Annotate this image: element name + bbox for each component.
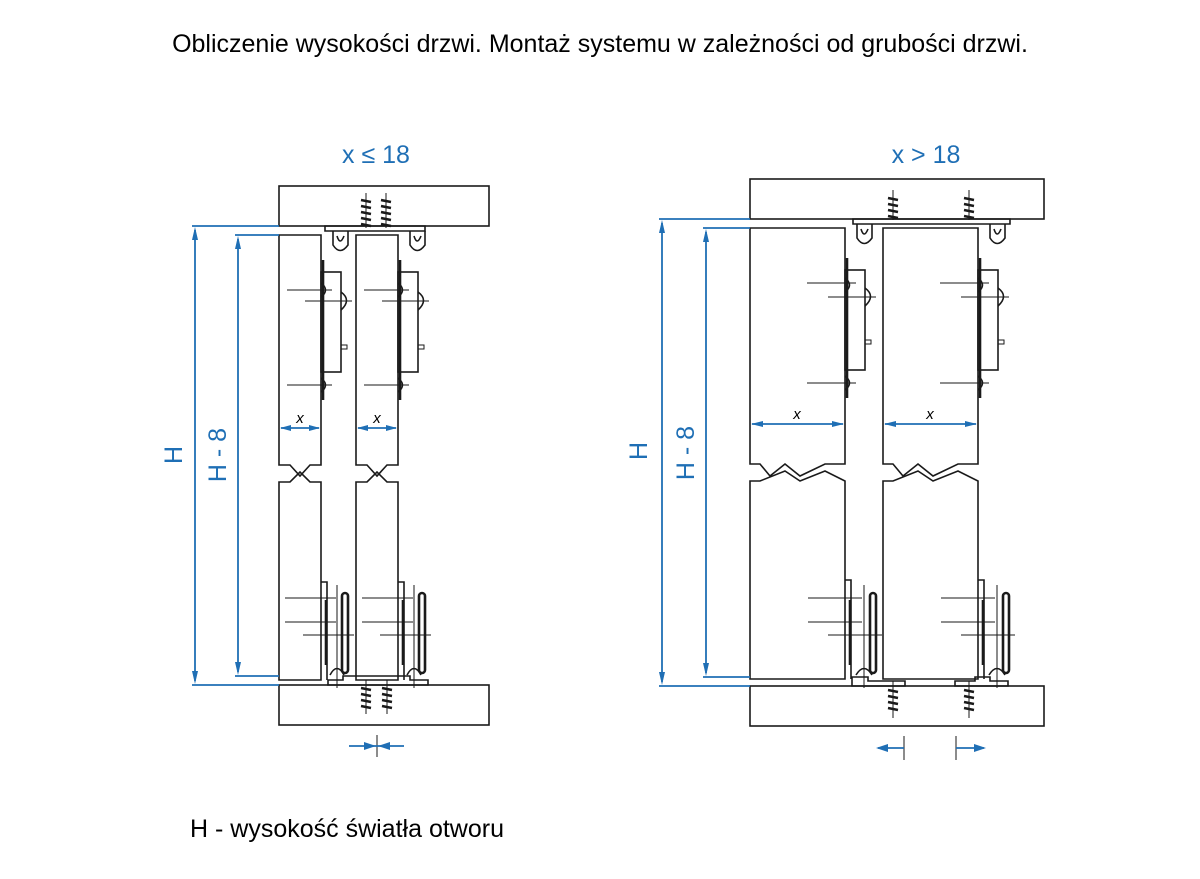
top-fitting-1 [807,258,876,398]
bottom-roller-1 [808,579,882,688]
door-height-dimension: H - 8 [672,227,750,678]
diagram-thin-door: x ≤ 18 [160,141,490,757]
door-panel-1 [278,234,322,681]
floor-section [278,684,490,726]
thickness-label: x [792,406,801,423]
thickness-dimension-2: x [357,410,397,431]
door-height-dimension: H - 8 [204,234,279,677]
top-fitting-1 [287,260,352,400]
condition-label-thin: x ≤ 18 [342,141,410,169]
bottom-roller-2 [941,579,1015,688]
height-dimension: H [160,225,279,686]
height-label: H [160,446,188,464]
screw-icon [887,190,975,220]
height-label: H [625,442,653,460]
top-fitting-2 [940,258,1009,398]
thickness-label: x [925,406,934,423]
page-title: Obliczenie wysokości drzwi. Montaż syste… [172,30,1028,58]
screw-icon [887,681,975,718]
thickness-label: x [295,410,304,427]
bottom-roller-1 [285,581,354,688]
bottom-roller-2 [362,581,431,688]
gap-indicator-outward [876,736,986,760]
legend-caption: H - wysokość światła otworu [190,815,504,843]
thickness-dimension-1: x [280,410,320,431]
door-height-label: H - 8 [204,428,232,482]
thickness-dimension-2: x [884,406,977,427]
gap-indicator-inward [349,735,404,757]
thickness-label: x [372,410,381,427]
door-panel-1 [749,227,846,680]
height-dimension: H [625,218,750,687]
screw-icon [360,193,392,228]
condition-label-thick: x > 18 [892,141,961,169]
diagram-thick-door: x > 18 [625,141,1045,760]
door-panel-2 [355,234,399,681]
top-fitting-2 [364,260,429,400]
thickness-dimension-1: x [751,406,844,427]
screw-icon [360,680,393,714]
door-panel-2 [882,227,979,680]
door-height-label: H - 8 [672,426,700,480]
